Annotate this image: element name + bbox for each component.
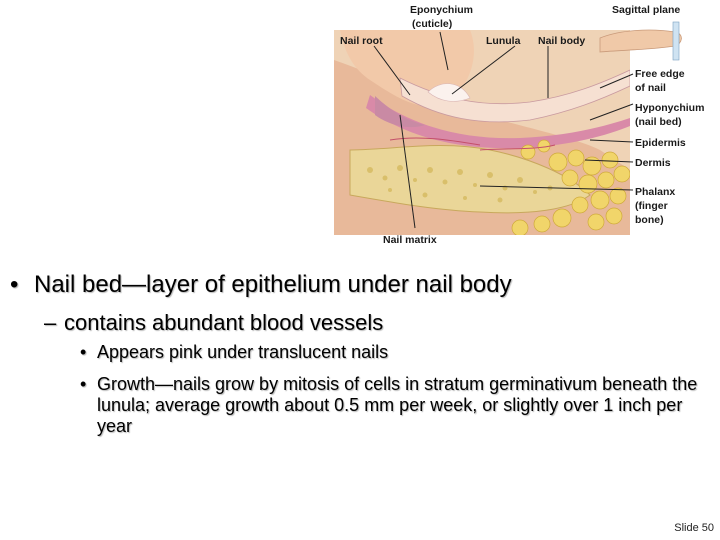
bullet-marker: • (10, 271, 19, 298)
bullet-marker: • (80, 342, 87, 362)
label-sagittal-plane: Sagittal plane (612, 4, 680, 16)
nail-plate (399, 69, 630, 123)
subsubbullet-text: Appears pink under translucent nails (97, 342, 389, 362)
label-of-nail: of nail (635, 82, 666, 94)
dash-marker: – (44, 310, 57, 335)
nail-matrix-region (375, 96, 425, 128)
label-lunula: Lunula (486, 35, 521, 47)
bone-texture (367, 165, 553, 203)
nail-anatomy-diagram: Eponychium (cuticle) Sagittal plane Nail… (334, 4, 704, 246)
subbullet-text: contains abundant blood vessels (64, 310, 384, 335)
label-hyponychium: Hyponychium (635, 102, 704, 114)
label-finger: (finger (635, 200, 668, 212)
label-free-edge: Free edge (635, 68, 685, 80)
label-phalanx: Phalanx (635, 186, 675, 198)
bullet-marker: • (80, 374, 87, 394)
label-cuticle: (cuticle) (412, 18, 452, 30)
bullet-text: Nail bed—layer of epithelium under nail … (34, 271, 512, 298)
label-nail-matrix: Nail matrix (383, 234, 437, 246)
label-nail-bed: (nail bed) (635, 116, 682, 128)
label-dermis: Dermis (635, 157, 671, 169)
label-eponychium: Eponychium (410, 4, 473, 16)
sagittal-plane-inset (599, 21, 682, 61)
label-nail-root: Nail root (340, 35, 383, 47)
nail-anatomy-figure: Eponychium (cuticle) Sagittal plane Nail… (330, 0, 720, 250)
slide-number: Slide 50 (674, 522, 714, 534)
phalanx-bone (349, 145, 591, 214)
label-nail-body: Nail body (538, 35, 585, 47)
subsubbullet-text: Growth—nails grow by mitosis of cells in… (97, 374, 698, 436)
blood-vessels (389, 137, 556, 151)
label-bone: bone) (635, 214, 664, 226)
finger-section (334, 30, 630, 235)
label-epidermis: Epidermis (635, 137, 686, 149)
epidermis-band (366, 95, 630, 149)
leader-lines (373, 31, 634, 229)
